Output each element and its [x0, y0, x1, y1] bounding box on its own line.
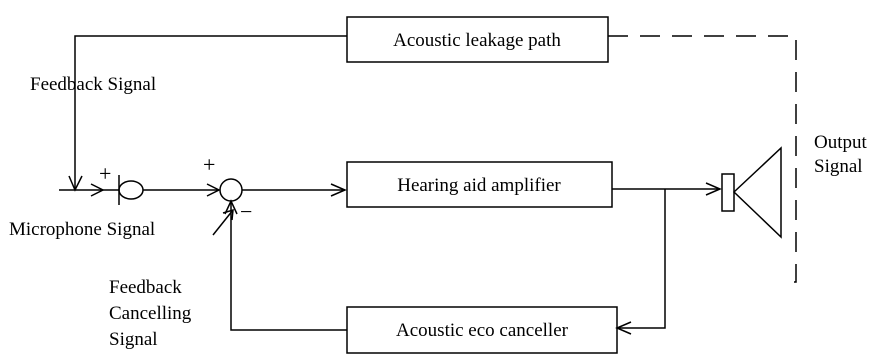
summing-node-1-plus-sign: +	[99, 161, 111, 186]
canceller-input-arrowhead	[615, 321, 632, 335]
microphone-input-arrowhead	[90, 183, 105, 197]
summing-node-2-plus-sign: +	[203, 152, 215, 177]
feedback-cancelling-signal-label-line1: Feedback	[109, 277, 182, 298]
feedback-cancelling-signal-label-line3: Signal	[109, 329, 158, 350]
feedback-signal-label: Feedback Signal	[30, 74, 156, 95]
node2-input-arrowhead	[206, 183, 221, 197]
feedback-cancelling-line	[230, 201, 347, 331]
output-signal-label-line1: Output	[814, 132, 868, 153]
feedback-signal-line	[74, 35, 347, 190]
summing-node-2	[219, 178, 243, 202]
microphone-signal-label: Microphone Signal	[9, 219, 155, 240]
summing-node-2-minus-sign: −	[240, 199, 252, 224]
speaker-input-arrowhead	[705, 182, 722, 196]
summing-node-1	[118, 180, 144, 200]
acoustic-leakage-path-block: Acoustic leakage path	[346, 16, 609, 63]
amplifier-input-arrowhead	[330, 183, 347, 197]
acoustic-leakage-dashed-line	[608, 35, 797, 283]
hearing-aid-amplifier-label: Hearing aid amplifier	[397, 175, 561, 196]
acoustic-eco-canceller-block: Acoustic eco canceller	[346, 306, 618, 354]
microphone-arrow-head	[222, 208, 234, 221]
microphone-arrow-line	[212, 209, 234, 236]
feedback-cancelling-signal-label-line2: Cancelling	[109, 303, 192, 324]
acoustic-leakage-path-label: Acoustic leakage path	[393, 30, 561, 51]
speaker-icon	[721, 146, 782, 239]
output-signal-label-line2: Signal	[814, 156, 863, 177]
feedback-cancelling-arrowhead	[224, 199, 238, 215]
acoustic-eco-canceller-label: Acoustic eco canceller	[396, 320, 569, 341]
canceller-branch-line	[617, 189, 666, 329]
hearing-aid-amplifier-block: Hearing aid amplifier	[346, 161, 613, 208]
